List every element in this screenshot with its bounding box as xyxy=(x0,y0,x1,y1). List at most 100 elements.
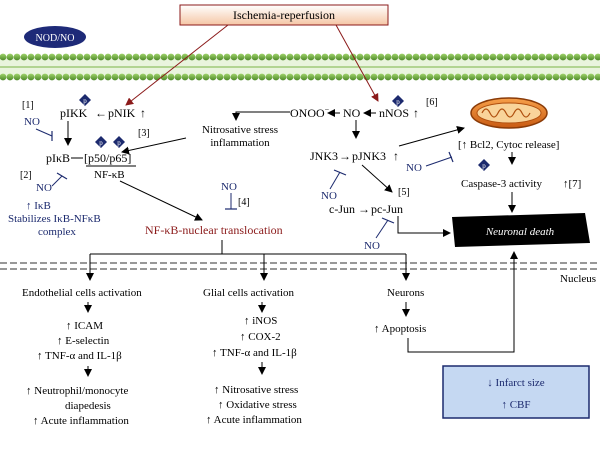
lipid-head xyxy=(195,53,203,61)
lipid-head xyxy=(279,73,287,81)
arrow-apoptosis-death xyxy=(407,251,518,353)
lipid-head xyxy=(440,53,448,61)
lipid-head xyxy=(0,73,7,81)
arrow-ischemia-to-pnik xyxy=(125,24,229,106)
lipid-head xyxy=(279,53,287,61)
nfkb-label: NF-κB xyxy=(94,169,125,181)
lipid-head xyxy=(342,73,350,81)
lipid-head xyxy=(293,73,301,81)
lipid-head xyxy=(258,73,266,81)
outcome-line-1: ↓ Infarct size xyxy=(487,377,545,389)
lipid-head xyxy=(468,73,476,81)
phospho-marker-label: p xyxy=(396,98,400,106)
lipid-head xyxy=(20,73,28,81)
endothelial-title: Endothelial cells activation xyxy=(22,287,142,299)
neuronal-death-label: Neuronal death xyxy=(485,226,555,238)
ref-2: [2] xyxy=(20,170,32,181)
inhibit-line-jnk xyxy=(329,171,341,190)
phospho-marker-label: p xyxy=(482,162,486,170)
lipid-head xyxy=(202,73,210,81)
lipid-head xyxy=(356,53,364,61)
lipid-head xyxy=(545,73,553,81)
lipid-head xyxy=(286,73,294,81)
glial-result: ↑ Acute inflammation xyxy=(206,414,302,426)
neurons-title: Neurons xyxy=(387,287,424,299)
lipid-head xyxy=(538,73,546,81)
neurons-item: ↑ Apoptosis xyxy=(374,323,426,335)
lipid-head xyxy=(139,73,147,81)
lipid-head xyxy=(307,73,315,81)
lipid-head xyxy=(503,53,511,61)
phospho-marker-label: p xyxy=(83,97,87,105)
lipid-head xyxy=(0,53,7,61)
phospho-marker: p xyxy=(79,94,91,106)
lipid-head xyxy=(566,53,574,61)
endothelial-result: ↑ Neutrophil/monocyte xyxy=(26,385,128,397)
lipid-head xyxy=(286,53,294,61)
lipid-head xyxy=(125,73,133,81)
arrow-ischemia-to-nnos xyxy=(335,24,379,102)
phospho-marker-label: p xyxy=(99,139,103,147)
arrow-nfkb-translocation xyxy=(119,180,203,221)
lipid-head xyxy=(83,53,91,61)
onoo-label: ONOO− xyxy=(290,105,330,120)
lipid-head xyxy=(55,73,63,81)
lipid-head xyxy=(524,53,532,61)
translocation-label: NF-κB-nuclear translocation xyxy=(145,223,283,237)
lipid-head xyxy=(531,53,539,61)
phospho-markers: p p p p p xyxy=(79,94,490,171)
lipid-head xyxy=(69,73,77,81)
cjun-label: c-Jun xyxy=(329,202,355,216)
lipid-head xyxy=(370,73,378,81)
lipid-head xyxy=(419,73,427,81)
lipid-head xyxy=(265,53,273,61)
lipid-head xyxy=(538,53,546,61)
bcl2-label: [↑ Bcl2, Cytoc release] xyxy=(458,139,559,151)
no-label-cjun: NO xyxy=(364,240,380,252)
glial-item: ↑ TNF-α and IL-1β xyxy=(212,347,297,359)
lipid-head xyxy=(321,53,329,61)
lipid-head xyxy=(20,53,28,61)
lipid-head xyxy=(209,73,217,81)
lipid-head xyxy=(132,73,140,81)
lipid-head xyxy=(188,73,196,81)
lipid-head xyxy=(573,53,581,61)
lipid-head xyxy=(454,73,462,81)
lipid-head xyxy=(552,73,560,81)
lipid-head xyxy=(62,53,70,61)
lipid-head xyxy=(237,53,245,61)
lipid-head xyxy=(419,53,427,61)
lipid-head xyxy=(468,53,476,61)
pikb-label: pIκB xyxy=(46,151,70,165)
lipid-head xyxy=(559,73,567,81)
lipid-head xyxy=(475,73,483,81)
nuclear-membrane xyxy=(0,262,600,270)
lipid-head xyxy=(132,53,140,61)
inhibit-bar-cjun xyxy=(381,217,395,224)
pikk-label: pIKK xyxy=(60,106,88,120)
inhibit-line-1 xyxy=(35,128,53,137)
ischemia-label: Ischemia-reperfusion xyxy=(233,8,335,22)
no-label-jnk: NO xyxy=(321,190,337,202)
lipid-head xyxy=(69,53,77,61)
nnos-up: ↑ xyxy=(413,106,419,120)
lipid-head xyxy=(328,53,336,61)
lipid-head xyxy=(167,73,175,81)
endothelial-result: diapedesis xyxy=(65,400,111,412)
lipid-head xyxy=(62,73,70,81)
lipid-head xyxy=(587,73,595,81)
phospho-marker-label: p xyxy=(117,139,121,147)
inhibit-line-bcl xyxy=(425,156,453,167)
lipid-head xyxy=(587,53,595,61)
lipid-head xyxy=(41,73,49,81)
lipid-head xyxy=(6,73,14,81)
endothelial-result: ↑ Acute inflammation xyxy=(33,415,129,427)
lipid-head xyxy=(475,53,483,61)
jnk3-label: JNK3 xyxy=(310,149,338,163)
lipid-head xyxy=(314,53,322,61)
lipid-head xyxy=(412,53,420,61)
lipid-head xyxy=(97,53,105,61)
lipid-head xyxy=(251,53,259,61)
no-label-2: NO xyxy=(36,182,52,194)
